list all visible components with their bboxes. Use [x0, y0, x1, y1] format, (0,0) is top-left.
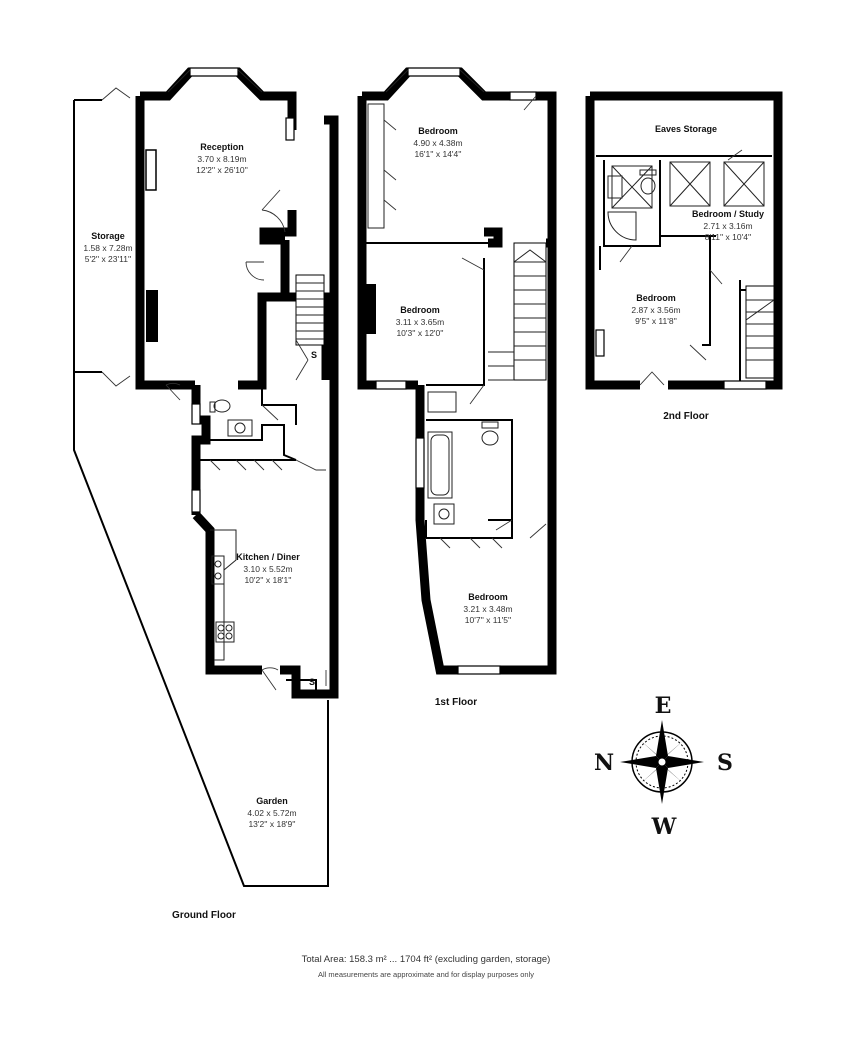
eaves-storage-name: Eaves Storage — [655, 124, 717, 134]
reception-bay-window — [189, 67, 239, 77]
reception-side-window — [285, 117, 295, 141]
study-name: Bedroom / Study — [692, 209, 764, 219]
storage-outline — [73, 99, 102, 373]
first-floor-plan — [357, 67, 557, 675]
bedroom-front-name: Bedroom — [418, 126, 458, 136]
bedroom-top-name: Bedroom — [636, 293, 676, 303]
shower-icon — [607, 211, 637, 241]
compass-south: S — [717, 750, 733, 776]
kitchen-side-window — [191, 489, 201, 513]
ground-floor-label: Ground Floor — [172, 910, 236, 921]
disclaimer: All measurements are approximate and for… — [318, 970, 534, 979]
landing-basin-icon — [427, 391, 457, 413]
first-floor-walls — [357, 67, 557, 675]
middle-bedroom-window — [375, 380, 407, 390]
ground-floor-inner-walls — [196, 385, 317, 694]
wardrobes — [367, 103, 397, 229]
storage-name: Storage — [91, 231, 125, 241]
second-floor-label: 2nd Floor — [663, 411, 709, 422]
reception-metric: 3.70 x 8.19m — [197, 154, 246, 164]
bedroom-front-imperial: 16'1'' x 14'4'' — [414, 149, 461, 159]
bedroom-top-imperial: 9'5'' x 11'8'' — [635, 316, 677, 326]
skylights — [611, 161, 765, 209]
ground-floor-plan — [73, 67, 339, 887]
bathroom-basin-icon — [433, 503, 455, 525]
second-floor-walls — [585, 91, 783, 390]
middle-bedroom-chimney — [366, 284, 376, 334]
kitchen-metric: 3.10 x 5.52m — [243, 564, 292, 574]
bedroom-middle-imperial: 10'3'' x 12'0'' — [396, 328, 443, 338]
first-floor-inner-walls — [362, 242, 513, 539]
compass-star-icon — [656, 720, 668, 762]
first-front-side-window — [509, 91, 537, 101]
garden-name: Garden — [256, 796, 288, 806]
bedroom-middle-metric: 3.11 x 3.65m — [396, 317, 445, 327]
ground-floor-stairs — [295, 274, 325, 346]
bedroom-middle-name: Bedroom — [400, 305, 440, 315]
bathroom-window — [415, 437, 425, 489]
bedroom-top-metric: 2.87 x 3.56m — [631, 305, 680, 315]
ground-floor-doors — [101, 87, 327, 691]
first-floor-stairs — [488, 242, 547, 381]
study-imperial: 8'11'' x 10'4'' — [705, 232, 752, 242]
compass-east: E — [655, 693, 672, 719]
second-floor-plan — [585, 91, 783, 390]
compass-north: N — [594, 750, 614, 776]
garden-metric: 4.02 x 5.72m — [247, 808, 296, 818]
reception-name: Reception — [200, 142, 244, 152]
room-labels: Reception 3.70 x 8.19m 12'2'' x 26'10'' … — [83, 124, 764, 829]
first-front-bay-window — [407, 67, 461, 77]
bathroom-wc-icon — [481, 430, 499, 446]
first-floor-doors — [461, 95, 547, 539]
kitchen-hob-icon — [215, 621, 235, 643]
storage-metric: 1.58 x 7.28m — [83, 243, 132, 253]
bedroom-rear-name: Bedroom — [468, 592, 508, 602]
reception-imperial: 12'2'' x 26'10'' — [196, 165, 248, 175]
ground-basin-icon — [227, 419, 253, 437]
rear-bedroom-window — [457, 665, 501, 675]
shower-room-wc-icon — [640, 177, 656, 195]
bedroom-rear-imperial: 10'7'' x 11'5'' — [465, 615, 512, 625]
compass-west: W — [651, 814, 677, 840]
kitchen-imperial: 10'2'' x 18'1'' — [244, 575, 291, 585]
bedroom-front-metric: 4.90 x 4.38m — [413, 138, 462, 148]
study-metric: 2.71 x 3.16m — [703, 221, 752, 231]
bathroom — [415, 391, 499, 525]
second-floor-window — [723, 380, 767, 390]
first-floor-label: 1st Floor — [435, 697, 477, 708]
bedroom-rear-metric: 3.21 x 3.48m — [463, 604, 512, 614]
total-area: Total Area: 158.3 m² ... 1704 ft² (exclu… — [302, 954, 551, 965]
ground-wc-icon — [213, 399, 231, 413]
reception-fireplace — [145, 149, 157, 191]
bath-icon — [427, 431, 453, 499]
kitchen-sink-icon — [211, 555, 225, 585]
kitchen-store-mark: S — [309, 677, 315, 687]
kitchen-units — [210, 529, 237, 661]
kitchen-name: Kitchen / Diner — [236, 552, 300, 562]
garden-imperial: 13'2'' x 18'9'' — [248, 819, 295, 829]
garden-outline — [73, 372, 329, 887]
second-floor-doors — [619, 149, 743, 386]
second-floor-stairs — [745, 285, 775, 379]
storage-imperial: 5'2'' x 23'11'' — [85, 254, 132, 264]
reception-chimney-breast — [146, 290, 158, 342]
under-stairs-cupboard-mark: S — [311, 350, 317, 360]
compass-rose: E N S W — [594, 693, 733, 840]
